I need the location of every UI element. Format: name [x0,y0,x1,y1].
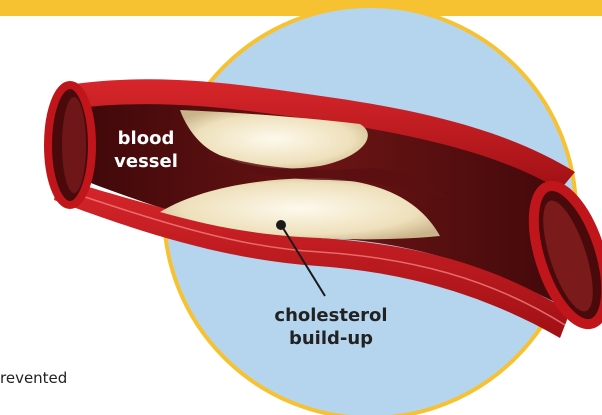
cholesterol-label: cholesterol build-up [256,305,406,350]
blood-vessel-label-line2: vessel [114,151,178,172]
cholesterol-pointer-dot [276,220,286,230]
blood-vessel-label: blood vessel [98,128,194,173]
cholesterol-label-line1: cholesterol [274,305,387,326]
body-text-line1: revented [0,368,67,390]
blood-vessel-label-line1: blood [118,128,175,149]
top-band [0,0,602,16]
cholesterol-label-line2: build-up [289,328,373,349]
body-text-fragment: revented [0,368,67,390]
